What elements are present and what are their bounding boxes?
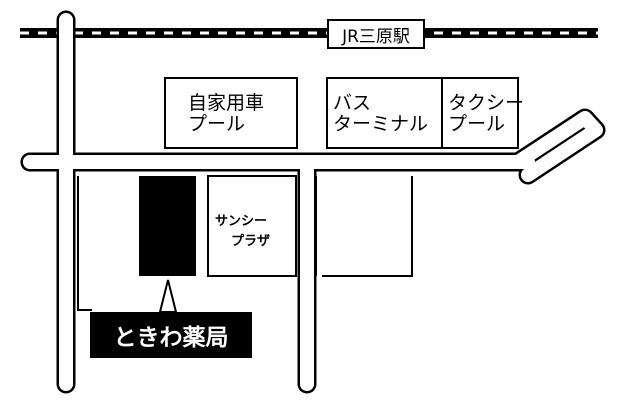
taxi-pool-label-line2: プール — [448, 112, 506, 135]
bus-terminal-label-line2: ターミナル — [333, 112, 429, 135]
bus-terminal-label-line1: バス — [333, 92, 372, 114]
sunshine-plaza-label: サンシー プラザ — [215, 212, 270, 252]
lower-right-block — [322, 176, 413, 277]
pharmacy-pointer — [158, 279, 178, 313]
car-pool-label-line1: 自家用車 — [188, 92, 265, 114]
lower-left-block — [77, 176, 92, 311]
sunshine-plaza-building — [207, 175, 297, 277]
car-pool-building — [164, 77, 298, 149]
bus-terminal-building — [326, 77, 443, 149]
taxi-pool-label-line1: タクシー — [448, 92, 525, 114]
pharmacy-building — [140, 176, 196, 276]
railway-line — [20, 28, 598, 38]
sunshine-plaza-label-line2: プラザ — [231, 234, 271, 250]
car-pool-label: 自家用車 プール — [188, 93, 264, 134]
station-label: JR三原駅 — [327, 19, 425, 49]
sunshine-plaza-label-line1: サンシー — [215, 214, 268, 229]
taxi-pool-building — [441, 77, 519, 149]
road-network — [20, 10, 606, 394]
taxi-pool-label: タクシー プール — [448, 93, 524, 134]
bus-terminal-label: バス ターミナル — [333, 93, 428, 134]
pharmacy-label: ときわ薬局 — [90, 312, 252, 358]
car-pool-label-line2: プール — [188, 112, 246, 135]
